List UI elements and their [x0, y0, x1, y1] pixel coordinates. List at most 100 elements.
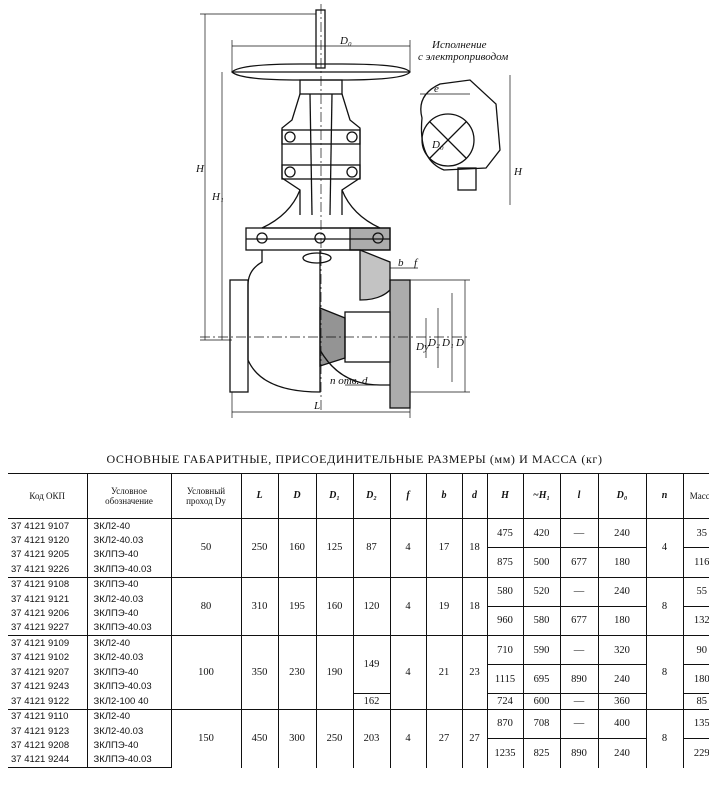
- b-value: 19: [425, 577, 462, 637]
- table-row: 37 4121 9208 ЗКЛПЭ-40 1235 825 890 240 2…: [8, 738, 709, 768]
- variant-caption-1: Исполнение: [431, 39, 487, 51]
- header-d-hole: d: [461, 473, 487, 519]
- dim-dy: Dу: [415, 341, 429, 353]
- d1-value: 125: [315, 518, 353, 578]
- header-d1: D₁: [315, 473, 353, 519]
- designation: ЗКЛ2-40.03: [86, 650, 171, 665]
- d-hole-value: 27: [461, 709, 487, 768]
- h1-value: 825: [522, 738, 560, 768]
- dy-value: 100: [170, 635, 241, 710]
- f-value: 4: [389, 577, 426, 637]
- header-n: n: [645, 473, 683, 519]
- dim-b: b: [398, 257, 404, 269]
- h1-value: 600: [522, 693, 560, 710]
- d-hole-value: 18: [461, 577, 487, 637]
- b-value: 17: [425, 518, 462, 578]
- h1-value: 580: [522, 606, 560, 637]
- dim-h-actuator: H: [513, 166, 523, 178]
- n-value: 8: [645, 635, 683, 710]
- header-designation: Условное обозначение: [86, 473, 171, 519]
- n-value: 4: [645, 518, 683, 578]
- header-d: D: [277, 473, 316, 519]
- l-small-value: 890: [559, 738, 598, 768]
- mass-value: 135: [682, 709, 709, 739]
- designation: ЗКЛ2-40: [86, 709, 171, 724]
- f-value: 4: [389, 709, 426, 768]
- table-row: 37 4121 9120 ЗКЛ2-40.03: [8, 533, 709, 548]
- f-value: 4: [389, 518, 426, 578]
- okp-code: 37 4121 9206: [11, 608, 70, 620]
- table-row: 37 4121 9207 ЗКЛПЭ-40 1115 695 890 240 1…: [8, 664, 709, 695]
- h-value: 870: [486, 709, 523, 739]
- table-row: 37 4121 9107 ЗКЛ2-40 50 250 160 125 87 4…: [8, 518, 709, 578]
- d0-value: 240: [597, 518, 646, 549]
- d-value: 195: [277, 577, 316, 637]
- valve-drawing: D₀ Исполнение с электроприводом e H D₀ H…: [195, 4, 523, 418]
- d2-value: 87: [352, 518, 390, 578]
- n-value: 8: [645, 709, 683, 768]
- mass-value: 90: [682, 635, 709, 666]
- mass-value: 85: [682, 693, 709, 710]
- dy-value: 80: [170, 577, 241, 637]
- mass-value: 180: [682, 664, 709, 695]
- okp-code: 37 4121 9108: [11, 579, 70, 591]
- left-flange: [229, 279, 249, 393]
- d-value: 160: [277, 518, 316, 578]
- mass-value: 55: [682, 577, 709, 607]
- h-value: 1235: [486, 738, 523, 768]
- mass-value: 35: [682, 518, 709, 549]
- n-value: 8: [645, 577, 683, 637]
- designation: ЗКЛПЭ-40: [86, 547, 171, 563]
- okp-code: 37 4121 9121: [11, 593, 70, 605]
- okp-code: 37 4121 9227: [8, 620, 87, 637]
- dim-d2: D₂: [427, 337, 440, 349]
- d0-value: 240: [597, 738, 646, 768]
- h1-value: 500: [522, 547, 560, 578]
- okp-code: 37 4121 9243: [11, 680, 70, 692]
- l-small-value: —: [559, 693, 598, 710]
- d2-value: 162: [352, 693, 390, 710]
- dim-d0-actuator: D₀: [431, 139, 444, 151]
- designation: ЗКЛ2-40.03: [86, 533, 171, 548]
- dim-n-holes: n отв. d: [330, 375, 368, 387]
- l-small-value: 677: [559, 547, 598, 578]
- okp-code: 37 4121 9110: [11, 711, 69, 723]
- okp-code: 37 4121 9107: [11, 520, 70, 532]
- designation: ЗКЛ2-40: [86, 518, 171, 534]
- designation: ЗКЛПЭ-40: [86, 606, 171, 621]
- okp-code: 37 4121 9226: [8, 562, 87, 578]
- okp-code: 37 4121 9120: [11, 535, 70, 547]
- d1-value: 160: [315, 577, 353, 637]
- l-value: 310: [240, 577, 278, 637]
- table-row: 37 4121 9109 ЗКЛ2-40 100 350 230 190 149…: [8, 635, 709, 710]
- designation: ЗКЛПЭ-40: [86, 664, 171, 680]
- okp-code: 37 4121 9109: [11, 637, 70, 649]
- d2-value: 203: [352, 709, 390, 768]
- h-value: 710: [486, 635, 523, 666]
- l-small-value: 890: [559, 664, 598, 695]
- dim-h: H: [195, 163, 205, 175]
- mass-value: 132: [682, 606, 709, 637]
- mass-value: 229: [682, 738, 709, 768]
- header-d2: D₂: [352, 473, 390, 519]
- designation: ЗКЛ2-40.03: [86, 723, 171, 739]
- h1-value: 695: [522, 664, 560, 695]
- dimensions-table: Код ОКП Условное обозначение Условный пр…: [8, 473, 709, 769]
- d2-value: 149: [352, 635, 390, 695]
- header-h: H: [486, 473, 523, 519]
- right-flange: [389, 279, 411, 409]
- h-value: 1115: [486, 664, 523, 695]
- l-value: 250: [240, 518, 278, 578]
- header-l-small: l: [559, 473, 598, 519]
- d0-value: 240: [597, 577, 646, 607]
- designation: ЗКЛ2-100 40: [86, 693, 171, 710]
- header-h1: ~H₁: [522, 473, 560, 519]
- table-row: 37 4121 9206 ЗКЛПЭ-40 960 580 677 180 13…: [8, 606, 709, 637]
- d-hole-value: 23: [461, 635, 487, 710]
- header-dy: Условный проход Dy: [170, 473, 241, 519]
- b-value: 21: [425, 635, 462, 710]
- dim-d1: D₁: [441, 337, 454, 349]
- designation: ЗКЛПЭ-40: [86, 738, 171, 753]
- d1-value: 250: [315, 709, 353, 768]
- l-small-value: —: [559, 577, 598, 607]
